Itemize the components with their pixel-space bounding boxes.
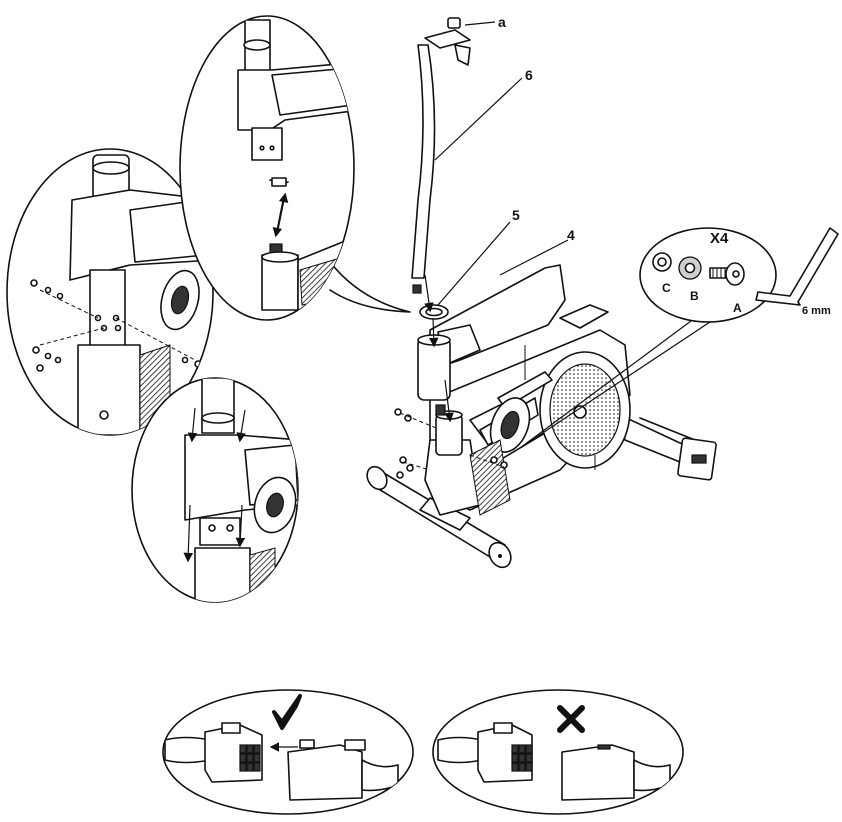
hardware-callout: X4 C B A: [640, 228, 776, 322]
detail-bottom: [132, 378, 302, 610]
callout-a: a: [498, 14, 506, 30]
callout-6: 6: [525, 67, 533, 83]
connector-correct: [163, 690, 413, 814]
label-washer-b: B: [690, 289, 699, 303]
label-bolt-a: A: [733, 301, 742, 315]
callout-5: 5: [512, 207, 520, 223]
wrench-size-label: 6 mm: [802, 305, 831, 317]
detail-top: [180, 16, 410, 320]
connector-incorrect: [433, 690, 683, 814]
rear-stabilizer: [620, 415, 716, 480]
connector-pins-right: [512, 745, 532, 771]
console-mast-part: [412, 18, 470, 293]
callout-4: 4: [567, 227, 575, 243]
hardware-quantity: X4: [710, 230, 729, 247]
label-washer-c: C: [662, 281, 671, 295]
connector-pins-left: [240, 745, 260, 771]
